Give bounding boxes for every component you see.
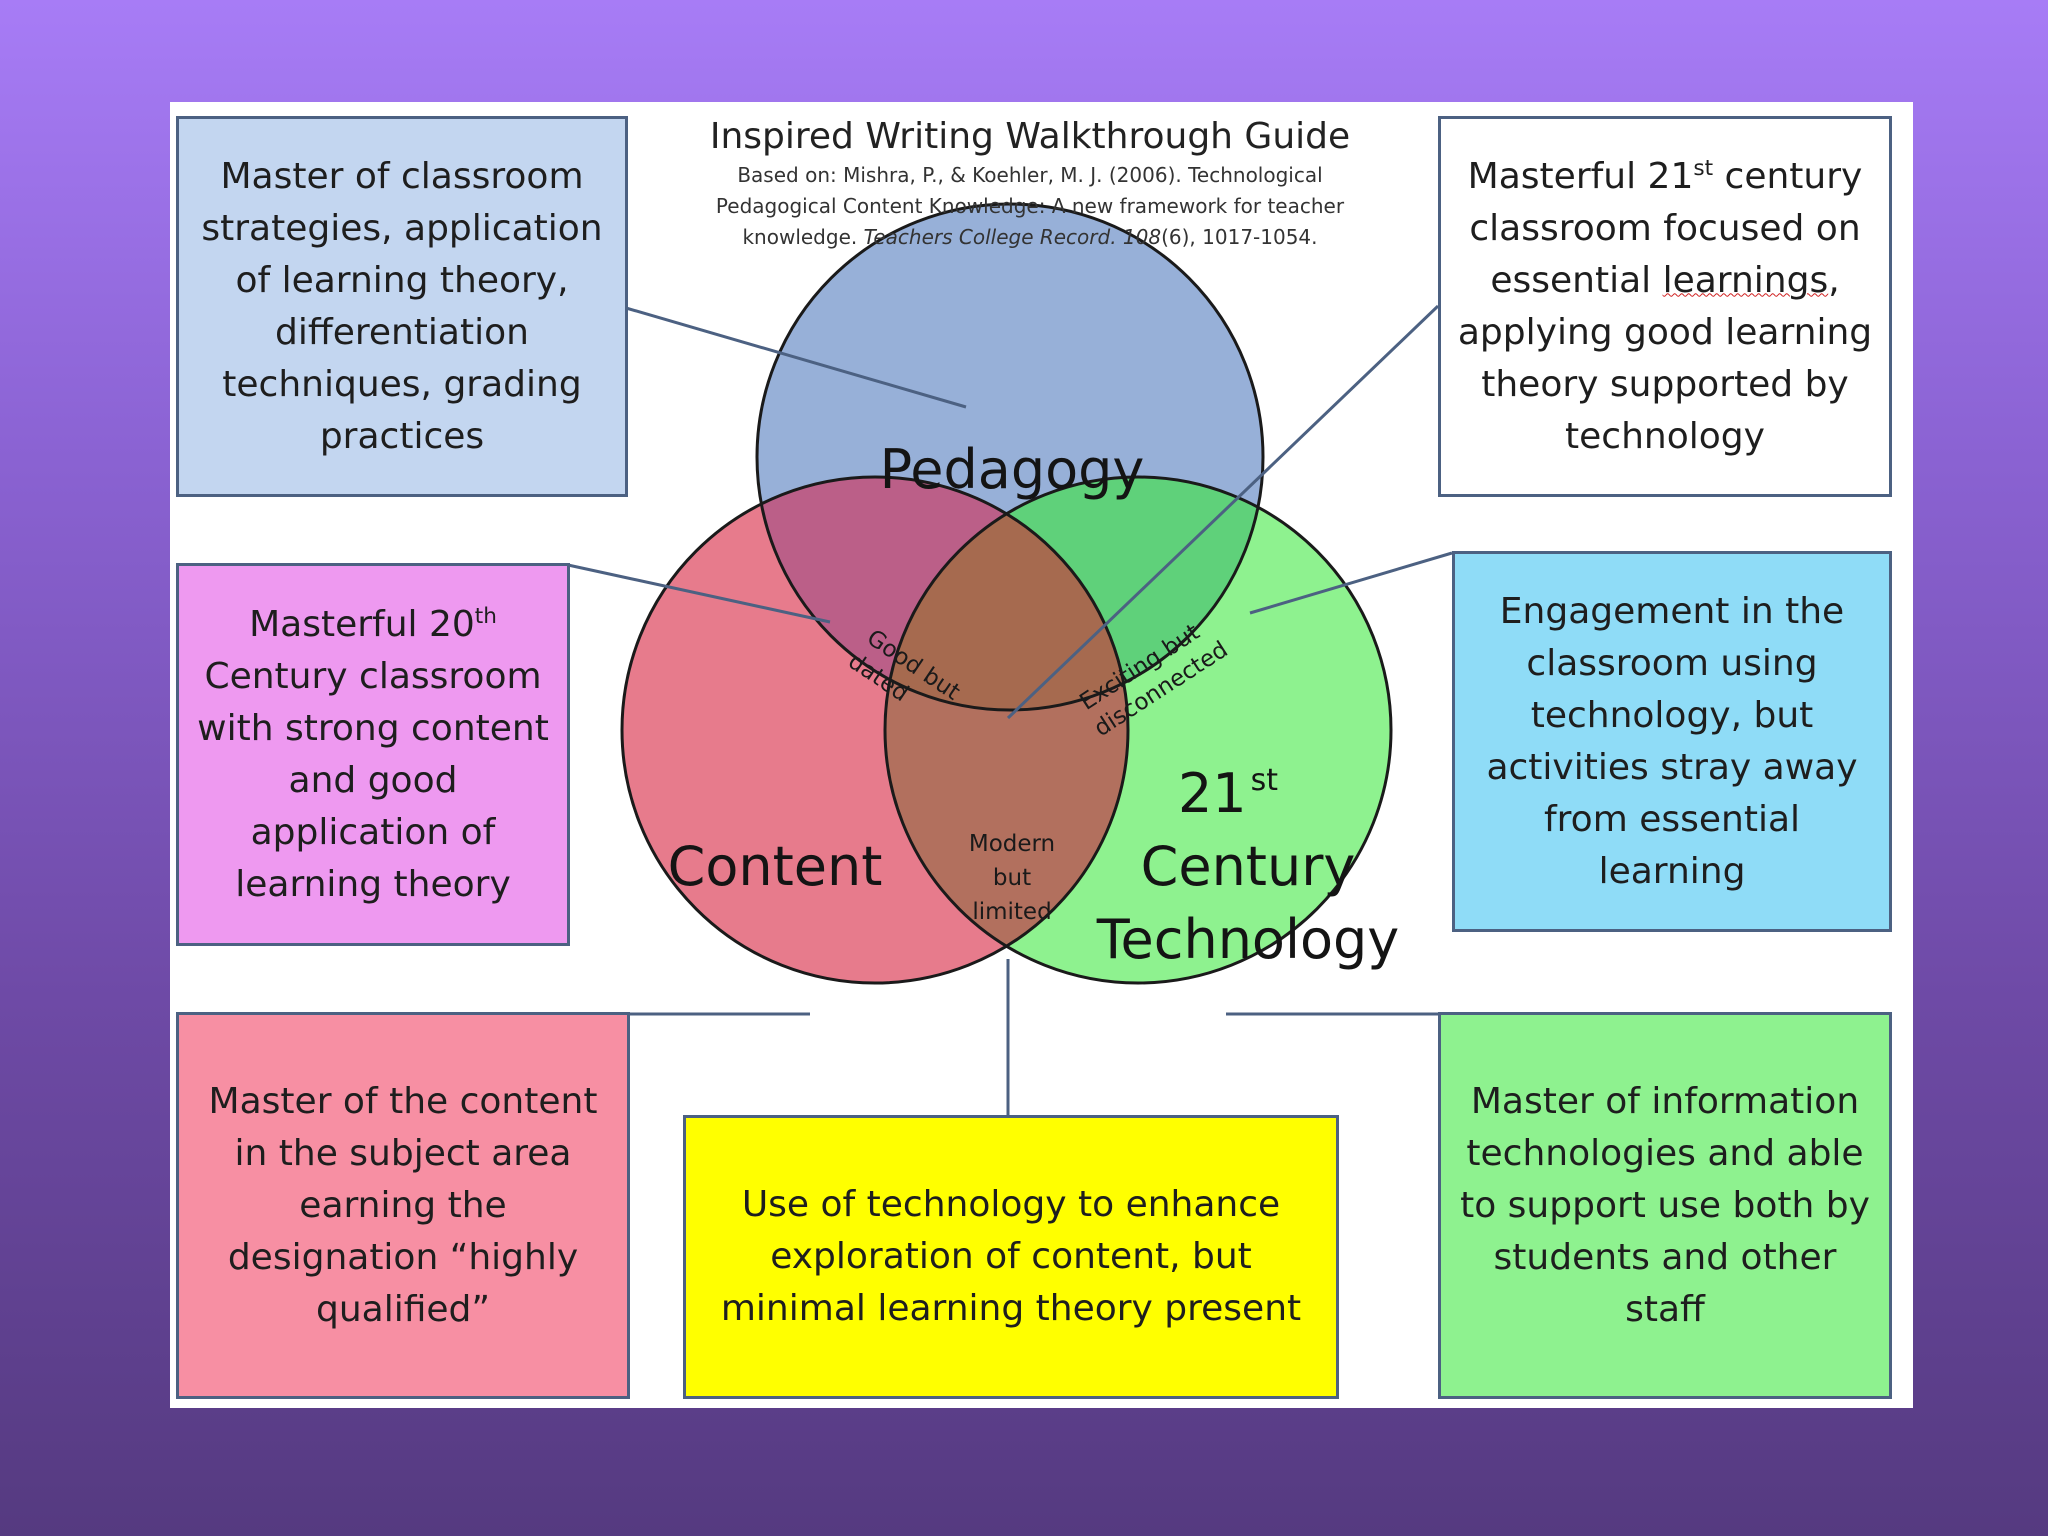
tech-engagement-description-text: Engagement in the classroom using techno… <box>1486 590 1858 892</box>
ped-tech-description-text: Masterful 21st century classroom focused… <box>1457 155 1873 457</box>
connector-pedagogy <box>625 306 967 409</box>
guide-title: Inspired Writing Walkthrough Guide <box>709 116 1351 157</box>
pedagogy-technology-overlap <box>885 477 1263 710</box>
ped-content-description-text: Masterful 20th Century classroom with st… <box>197 603 549 905</box>
citation-line-2: Pedagogical Content Knowledge: A new fra… <box>715 194 1345 218</box>
modern-but-limited-label: Modern but limited <box>969 831 1055 925</box>
content-label: Content <box>668 835 883 898</box>
tech-engagement-description-box: Engagement in the classroom using techno… <box>1452 551 1892 932</box>
connector-ped-content <box>567 563 831 624</box>
ped-tech-description-box: Masterful 21st century classroom focused… <box>1438 116 1892 497</box>
technology-description-text: Master of information technologies and a… <box>1460 1080 1870 1330</box>
technology-description-box: Master of information technologies and a… <box>1438 1012 1892 1399</box>
content-description-text: Master of the content in the subject are… <box>208 1080 598 1330</box>
citation-line-1: Based on: Mishra, P., & Koehler, M. J. (… <box>737 163 1323 187</box>
pedagogy-description-box: Master of classroom strategies, applicat… <box>176 116 628 497</box>
svg-text:Modern: Modern <box>969 831 1055 857</box>
connector-ped-tech <box>1006 304 1440 720</box>
content-tech-description-text: Use of technology to enhance exploration… <box>720 1184 1302 1329</box>
technology-label-line3: Technology <box>1096 908 1399 971</box>
technology-label-line2: Century <box>1141 835 1356 898</box>
content-tech-description-box: Use of technology to enhance exploration… <box>683 1115 1339 1399</box>
citation-line-3: knowledge. Teachers College Record. 108(… <box>742 225 1318 249</box>
content-description-box: Master of the content in the subject are… <box>176 1012 630 1399</box>
svg-text:limited: limited <box>972 899 1051 925</box>
connector-tech-engagement <box>1249 551 1453 615</box>
title-block: Inspired Writing Walkthrough Guide Based… <box>670 114 1390 253</box>
svg-text:but: but <box>993 865 1031 891</box>
ped-content-description-box: Masterful 20th Century classroom with st… <box>176 563 570 946</box>
pedagogy-label: Pedagogy <box>880 438 1145 501</box>
pedagogy-content-overlap <box>757 477 1128 710</box>
pedagogy-description-text: Master of classroom strategies, applicat… <box>201 155 603 457</box>
